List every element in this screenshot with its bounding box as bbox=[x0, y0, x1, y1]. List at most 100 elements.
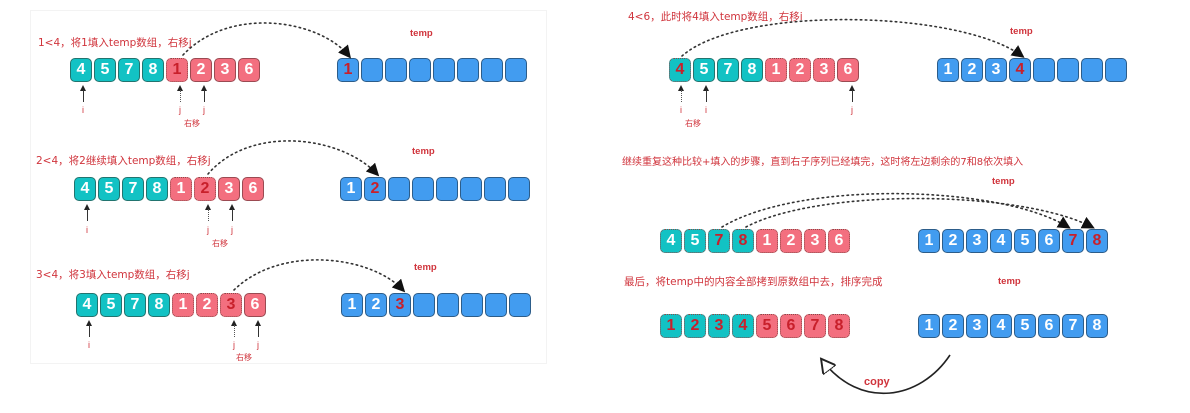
pointer-i: i bbox=[705, 105, 707, 115]
temp-cell: 4 bbox=[990, 229, 1012, 253]
pointer-line bbox=[83, 90, 84, 102]
temp-cell bbox=[361, 58, 383, 82]
step2-caption: 2<4，将2继续填入temp数组，右移j bbox=[36, 155, 211, 167]
temp-cell: 5 bbox=[1014, 314, 1036, 338]
pointer-j-old: j bbox=[233, 340, 235, 350]
temp-cell: 1 bbox=[341, 293, 363, 317]
cell-moved: 3 bbox=[804, 229, 826, 253]
temp-cell: 2 bbox=[365, 293, 387, 317]
pointer-line bbox=[706, 90, 707, 102]
temp-cell bbox=[436, 177, 458, 201]
temp-label: temp bbox=[410, 28, 433, 39]
step5-temp: 1 2 3 4 5 6 7 8 bbox=[918, 229, 1110, 253]
cell-moved: 8 bbox=[732, 229, 754, 253]
dotted-arrow-step1 bbox=[182, 22, 352, 59]
temp-cell: 8 bbox=[1086, 229, 1108, 253]
temp-cell bbox=[460, 177, 482, 201]
cell: 3 bbox=[218, 177, 240, 201]
cell-moved: 7 bbox=[708, 229, 730, 253]
dotted-arrow-step4 bbox=[681, 18, 1025, 58]
temp-cell: 3 bbox=[389, 293, 411, 317]
copy-arrow bbox=[822, 354, 951, 394]
step3-array: 4 5 7 8 1 2 3 6 bbox=[76, 293, 268, 317]
cell-moved: 1 bbox=[765, 58, 787, 82]
temp-cell: 7 bbox=[1062, 229, 1084, 253]
temp-cell: 7 bbox=[1062, 314, 1084, 338]
temp-cell: 1 bbox=[918, 229, 940, 253]
temp-cell: 2 bbox=[364, 177, 386, 201]
pointer-line bbox=[681, 90, 682, 102]
cell-moved: 1 bbox=[166, 58, 188, 82]
cell: 6 bbox=[242, 177, 264, 201]
temp-cell: 1 bbox=[918, 314, 940, 338]
arrow-up-icon bbox=[703, 85, 709, 91]
temp-cell: 2 bbox=[942, 229, 964, 253]
temp-label: temp bbox=[1010, 26, 1033, 37]
pointer-line bbox=[208, 209, 209, 221]
cell: 7 bbox=[118, 58, 140, 82]
cell: 8 bbox=[741, 58, 763, 82]
step2-temp: 1 2 bbox=[340, 177, 532, 201]
pointer-line bbox=[852, 90, 853, 102]
cell-moved: 3 bbox=[220, 293, 242, 317]
arrow-up-icon bbox=[80, 85, 86, 91]
cell: 8 bbox=[142, 58, 164, 82]
pointer-j-old: j bbox=[179, 105, 181, 115]
cell-moved: 2 bbox=[196, 293, 218, 317]
arrow-up-icon bbox=[177, 85, 183, 91]
pointer-line bbox=[180, 90, 181, 102]
cell: 5 bbox=[693, 58, 715, 82]
pointer-i: i bbox=[88, 340, 90, 350]
step4-array: 4 5 7 8 1 2 3 6 bbox=[669, 58, 861, 82]
temp-cell bbox=[385, 58, 407, 82]
step2-array: 4 5 7 8 1 2 3 6 bbox=[74, 177, 266, 201]
move-right-label: 右移 bbox=[685, 119, 701, 128]
cell-moved: 1 bbox=[170, 177, 192, 201]
temp-cell bbox=[485, 293, 507, 317]
step1-caption: 1<4，将1填入temp数组，右移j bbox=[38, 37, 192, 49]
cell-moved: 2 bbox=[789, 58, 811, 82]
temp-cell bbox=[484, 177, 506, 201]
temp-cell bbox=[481, 58, 503, 82]
dotted-arrow-step3 bbox=[233, 259, 406, 293]
cell-moved: 2 bbox=[684, 314, 706, 338]
cell-moved: 3 bbox=[813, 58, 835, 82]
arrow-up-icon bbox=[231, 320, 237, 326]
arrow-up-icon bbox=[849, 85, 855, 91]
arrow-up-icon bbox=[255, 320, 261, 326]
pointer-line bbox=[204, 90, 205, 102]
step4-temp: 1 2 3 4 bbox=[937, 58, 1129, 82]
pointer-j: j bbox=[851, 105, 853, 115]
temp-cell: 6 bbox=[1038, 314, 1060, 338]
cell: 6 bbox=[238, 58, 260, 82]
temp-cell bbox=[409, 58, 431, 82]
pointer-line bbox=[234, 325, 235, 337]
arrow-up-icon bbox=[229, 204, 235, 210]
cell: 7 bbox=[122, 177, 144, 201]
dotted-arrow-step5a bbox=[721, 192, 1071, 229]
temp-cell bbox=[1105, 58, 1127, 82]
temp-cell bbox=[1081, 58, 1103, 82]
arrow-up-icon bbox=[86, 320, 92, 326]
step3-caption: 3<4，将3填入temp数组，右移j bbox=[36, 269, 190, 281]
move-right-label: 右移 bbox=[212, 239, 228, 248]
temp-cell: 2 bbox=[942, 314, 964, 338]
step1-array: 4 5 7 8 1 2 3 6 bbox=[70, 58, 262, 82]
step6-array: 1 2 3 4 5 6 7 8 bbox=[660, 314, 852, 338]
step5-caption: 继续重复这种比较+填入的步骤，直到右子序列已经填完，这时将左边剩余的7和8依次填… bbox=[622, 157, 1024, 168]
step6-temp: 1 2 3 4 5 6 7 8 bbox=[918, 314, 1110, 338]
cell: 4 bbox=[74, 177, 96, 201]
cell-moved: 8 bbox=[828, 314, 850, 338]
cell-moved: 2 bbox=[194, 177, 216, 201]
dotted-arrow-step2 bbox=[207, 140, 380, 177]
step3-temp: 1 2 3 bbox=[341, 293, 533, 317]
pointer-j: j bbox=[203, 105, 205, 115]
temp-label: temp bbox=[412, 146, 435, 157]
step4-caption: 4<6，此时将4填入temp数组，右移i bbox=[628, 11, 803, 23]
temp-cell bbox=[457, 58, 479, 82]
temp-cell: 5 bbox=[1014, 229, 1036, 253]
pointer-j-old: j bbox=[207, 225, 209, 235]
cell: 5 bbox=[100, 293, 122, 317]
pointer-i: i bbox=[86, 225, 88, 235]
